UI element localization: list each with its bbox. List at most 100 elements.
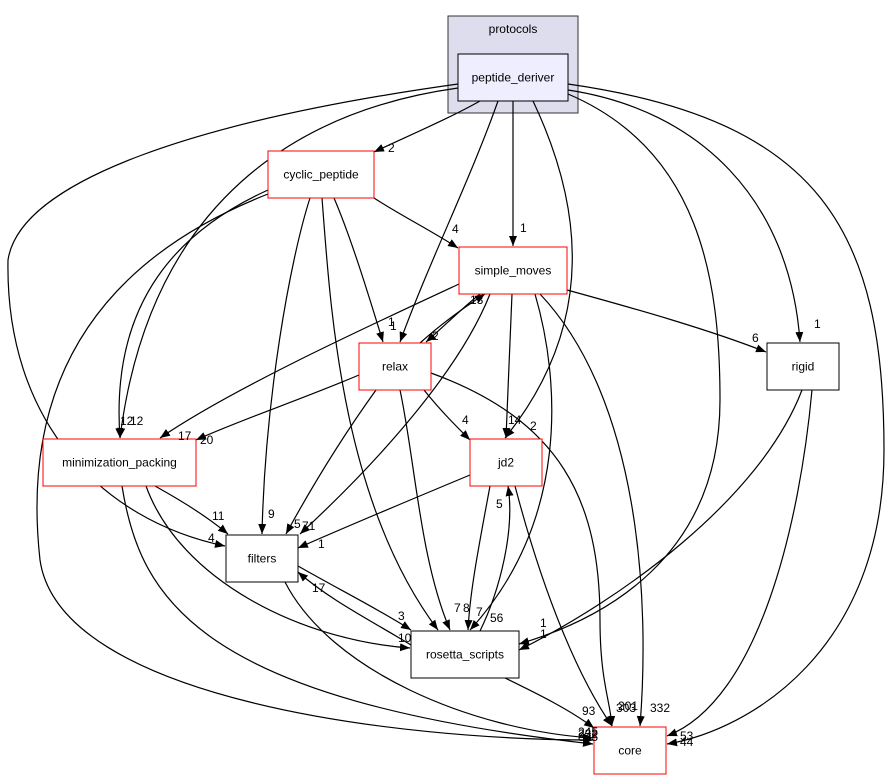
edge-label[interactable]: 1 <box>318 537 325 551</box>
node-jd2[interactable]: jd2 <box>469 438 543 487</box>
edge-label[interactable]: 245 <box>578 725 598 739</box>
edge-label[interactable]: 12 <box>120 414 134 428</box>
node-box[interactable] <box>457 53 569 102</box>
edge-jd2-to-core[interactable] <box>514 485 613 727</box>
edge-filters-to-core[interactable] <box>284 581 594 742</box>
edge-relax-to-rosetta-scripts[interactable] <box>399 389 451 631</box>
edge-label[interactable]: 1 <box>814 317 821 331</box>
edge-label[interactable]: 56 <box>490 611 504 625</box>
edge-relax-to-core[interactable] <box>430 372 616 727</box>
edge-peptide-deriver-to-rosetta-scripts[interactable] <box>518 93 721 645</box>
node-label[interactable]: cyclic_peptide <box>283 168 359 182</box>
edge-peptide-deriver-to-filters[interactable] <box>7 83 459 548</box>
node-box[interactable] <box>358 342 432 391</box>
node-label[interactable]: peptide_deriver <box>472 71 555 85</box>
node-box[interactable] <box>458 246 568 295</box>
edge-peptide-deriver-to-rigid[interactable] <box>567 89 804 343</box>
edge-cyclic-peptide-to-simple-moves[interactable] <box>373 197 459 249</box>
edge-label[interactable]: 13 <box>470 293 484 307</box>
edge-rosetta-scripts-to-jd2[interactable] <box>479 485 514 632</box>
edge-simple-moves-to-filters[interactable] <box>299 293 491 535</box>
edge-label[interactable]: 9 <box>268 507 275 521</box>
node-box[interactable] <box>42 438 197 487</box>
edge-minimization-packing-to-filters[interactable] <box>154 485 229 535</box>
node-label[interactable]: relax <box>382 360 408 374</box>
edge-cyclic-peptide-to-minimization-packing[interactable] <box>115 189 269 439</box>
edge-label[interactable]: 12 <box>130 414 144 428</box>
edge-label[interactable]: 14 <box>508 413 522 427</box>
edge-simple-moves-to-minimization-packing[interactable] <box>159 283 460 439</box>
node-box[interactable] <box>593 726 667 775</box>
edge-cyclic-peptide-to-filters[interactable] <box>258 197 311 535</box>
edge-peptide-deriver-to-jd2[interactable] <box>504 100 573 439</box>
edge-label[interactable]: 1 <box>540 616 547 630</box>
edge-label[interactable]: 4 <box>208 531 215 545</box>
edge-label[interactable]: 5 <box>496 497 503 511</box>
edge-label[interactable]: 4 <box>462 413 469 427</box>
edge-cyclic-peptide-to-rosetta-scripts[interactable] <box>321 197 439 631</box>
edge-cyclic-peptide-to-relax[interactable] <box>333 197 384 343</box>
edge-label[interactable]: 2 <box>530 419 537 433</box>
edge-simple-moves-to-rosetta-scripts[interactable] <box>469 293 553 631</box>
edge-peptide-deriver-to-relax[interactable] <box>399 100 499 343</box>
edge-rigid-to-rosetta-scripts[interactable] <box>518 389 803 651</box>
edge-minimization-packing-to-core[interactable] <box>121 485 594 747</box>
edge-label[interactable]: 4 <box>452 222 459 236</box>
edge-label[interactable]: 232 <box>578 727 598 741</box>
edge-label[interactable]: 17 <box>312 581 326 595</box>
edge-label[interactable]: 71 <box>302 519 316 533</box>
edge-label[interactable]: 332 <box>650 701 670 715</box>
edge-rosetta-scripts-to-filters[interactable] <box>297 571 412 646</box>
edge-label[interactable]: 20 <box>200 433 214 447</box>
node-label[interactable]: rosetta_scripts <box>426 648 504 662</box>
node-box[interactable] <box>225 534 299 583</box>
node-relax[interactable]: relax <box>358 342 432 391</box>
edge-relax-to-minimization-packing[interactable] <box>195 374 360 441</box>
edge-relax-to-filters[interactable] <box>285 389 377 535</box>
node-filters[interactable]: filters <box>225 534 299 583</box>
node-label[interactable]: rigid <box>792 360 815 374</box>
edge-simple-moves-to-jd2[interactable] <box>502 293 513 439</box>
edge-filters-to-rosetta-scripts[interactable] <box>297 565 412 631</box>
edge-minimization-packing-to-rosetta-scripts[interactable] <box>145 485 411 652</box>
node-minimization-packing[interactable]: minimization_packing <box>42 438 197 487</box>
edge-simple-moves-to-core[interactable] <box>539 293 645 727</box>
node-label[interactable]: minimization_packing <box>62 456 177 470</box>
edge-label[interactable]: 53 <box>680 729 694 743</box>
node-label[interactable]: simple_moves <box>475 264 552 278</box>
edge-label[interactable]: 10 <box>398 631 412 645</box>
edge-label[interactable]: 44 <box>680 735 694 749</box>
edge-cyclic-peptide-to-core[interactable] <box>36 193 594 744</box>
edge-label[interactable]: 1 <box>388 315 395 329</box>
node-box[interactable] <box>267 150 375 199</box>
edge-relax-to-simple-moves[interactable] <box>419 293 486 344</box>
edge-label[interactable]: 5 <box>294 517 301 531</box>
edge-label[interactable]: 3 <box>398 609 405 623</box>
node-rigid[interactable]: rigid <box>766 342 840 391</box>
node-box[interactable] <box>410 630 520 679</box>
edge-label[interactable]: 2 <box>388 141 395 155</box>
edge-jd2-to-rosetta-scripts[interactable] <box>464 485 491 631</box>
node-label[interactable]: jd2 <box>497 456 514 470</box>
edge-peptide-deriver-to-minimization-packing[interactable] <box>117 87 459 439</box>
edge-peptide-deriver-to-core[interactable] <box>567 83 885 747</box>
node-cyclic-peptide[interactable]: cyclic_peptide <box>267 150 375 199</box>
node-rosetta-scripts[interactable]: rosetta_scripts <box>410 630 520 679</box>
edge-peptide-deriver-to-cyclic-peptide[interactable] <box>373 100 481 153</box>
edge-label[interactable]: 1 <box>540 627 547 641</box>
edge-relax-to-jd2[interactable] <box>423 389 471 441</box>
edge-jd2-to-filters[interactable] <box>297 474 471 549</box>
node-core[interactable]: core <box>593 726 667 775</box>
edge-label[interactable]: 303 <box>616 701 636 715</box>
edge-label[interactable]: 7 <box>476 605 483 619</box>
edge-label[interactable]: 1 <box>520 221 527 235</box>
edge-label[interactable]: 6 <box>752 331 759 345</box>
edge-simple-moves-to-rigid[interactable] <box>566 289 767 353</box>
edge-label[interactable]: 201 <box>618 699 638 713</box>
node-box[interactable] <box>766 342 840 391</box>
edge-label[interactable]: 1 <box>390 319 397 333</box>
edge-label[interactable]: 8 <box>463 601 470 615</box>
edge-label[interactable]: 93 <box>582 704 596 718</box>
edge-rosetta-scripts-to-core[interactable] <box>504 677 595 729</box>
edge-label[interactable]: 11 <box>212 509 225 523</box>
